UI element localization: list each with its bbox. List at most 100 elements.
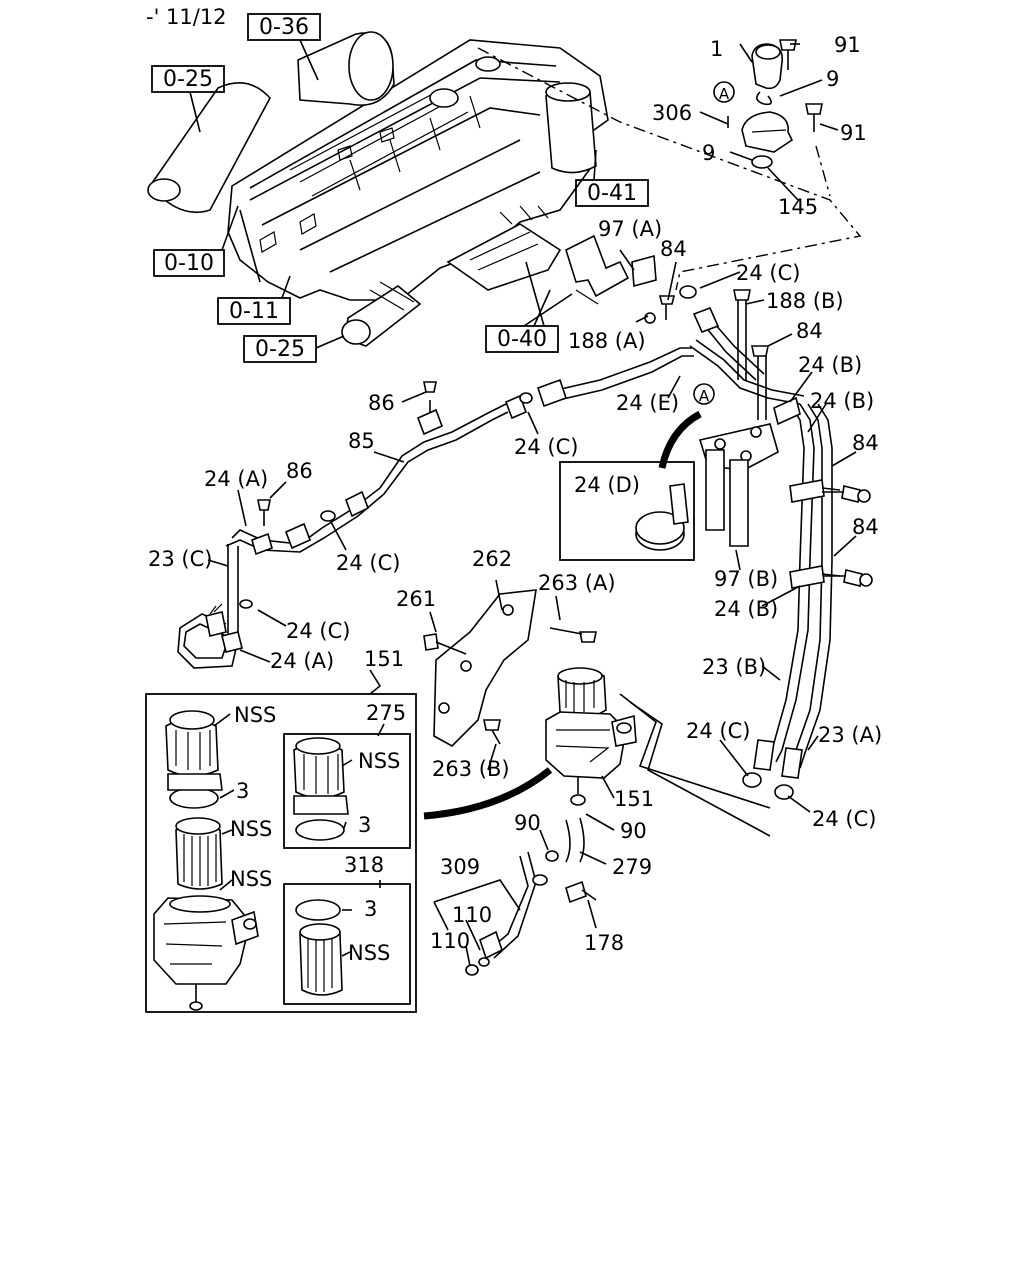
label-nss-cap: NSS [234, 703, 276, 727]
leader-lines [189, 39, 857, 967]
bracket-262 [423, 589, 597, 747]
fuel-pipes [177, 285, 873, 800]
inset-box-275 [283, 733, 411, 849]
engine-illustration [147, 31, 657, 347]
ref-0-41: 0-41 [575, 179, 649, 207]
svg-text:0-41: 0-41 [587, 181, 637, 206]
label-9-top: 9 [826, 67, 839, 91]
label-24b-a: 24 (B) [798, 353, 862, 377]
ref-0-40: 0-40 [485, 325, 559, 353]
label-86-a: 86 [368, 391, 395, 415]
label-3-318: 3 [364, 897, 377, 921]
svg-text:0-40: 0-40 [497, 327, 547, 352]
label-97a: 97 (A) [598, 217, 662, 241]
label-23b: 23 (B) [702, 655, 766, 679]
label-275: 275 [366, 701, 406, 725]
label-151-top: 151 [364, 647, 404, 671]
label-84-c: 84 [852, 431, 879, 455]
inset-box-151 [145, 693, 417, 1013]
label-24b-c: 24 (B) [714, 597, 778, 621]
ref-0-11: 0-11 [217, 297, 291, 325]
leader-pipe-bottom-2 [629, 701, 771, 837]
label-3-275: 3 [358, 813, 371, 837]
label-91-mid: 91 [840, 121, 867, 145]
label-84-b: 84 [796, 319, 823, 343]
label-318: 318 [344, 853, 384, 877]
view-arrow-lower [423, 767, 553, 820]
svg-text:0-25: 0-25 [255, 337, 305, 362]
label-24c-c: 24 (C) [336, 551, 400, 575]
fuel-filter-151 [545, 667, 637, 806]
inset-275-cap [293, 737, 349, 841]
svg-text:0-10: 0-10 [164, 251, 214, 276]
label-263a: 263 (A) [538, 571, 616, 595]
label-3-cap: 3 [236, 779, 249, 803]
callout-a-mid: A [693, 383, 715, 405]
label-90-b: 90 [620, 819, 647, 843]
svg-text:A: A [719, 85, 730, 103]
label-24d: 24 (D) [574, 473, 640, 497]
ref-0-25-lower: 0-25 [243, 335, 317, 363]
inset-filter-cap [165, 710, 223, 809]
label-151-bottom: 151 [614, 787, 654, 811]
label-23a: 23 (A) [818, 723, 882, 747]
leader-engine-pump [477, 47, 862, 291]
label-110-a: 110 [452, 903, 492, 927]
inset-filter-body [153, 895, 259, 1011]
label-309: 309 [440, 855, 480, 879]
label-24c-d: 24 (C) [286, 619, 350, 643]
label-84-a: 84 [660, 237, 687, 261]
inset-filter-element [175, 817, 223, 890]
label-24b-b: 24 (B) [810, 389, 874, 413]
drain-pipe-309 [465, 851, 597, 976]
label-24c-b: 24 (C) [514, 435, 578, 459]
inset-318-parts [295, 899, 343, 996]
callout-a-top: A [713, 81, 735, 103]
label-nss-318: NSS [348, 941, 390, 965]
view-arrow-upper [658, 410, 702, 469]
label-24c-a: 24 (C) [736, 261, 800, 285]
label-306: 306 [652, 101, 692, 125]
clamp-24d [635, 483, 689, 551]
svg-text:0-36: 0-36 [259, 15, 309, 40]
label-nss-element: NSS [230, 817, 272, 841]
label-178: 178 [584, 931, 624, 955]
label-24c-e: 24 (C) [686, 719, 750, 743]
ref-0-10: 0-10 [153, 249, 225, 277]
label-188b: 188 (B) [766, 289, 844, 313]
label-85: 85 [348, 429, 375, 453]
feed-pump-assembly [727, 39, 823, 169]
label-84-d: 84 [852, 515, 879, 539]
label-23c: 23 (C) [148, 547, 212, 571]
label-90-a: 90 [514, 811, 541, 835]
label-97b: 97 (B) [714, 567, 778, 591]
label-nss-body: NSS [230, 867, 272, 891]
diagram-code: -' 11/12 [146, 5, 227, 29]
svg-text:0-11: 0-11 [229, 299, 279, 324]
label-262: 262 [472, 547, 512, 571]
detail-box-24d [559, 461, 695, 561]
label-9-mid: 9 [702, 141, 715, 165]
label-91-top: 91 [834, 33, 861, 57]
label-145: 145 [778, 195, 818, 219]
label-24a-a: 24 (A) [204, 467, 268, 491]
label-nss-275: NSS [358, 749, 400, 773]
svg-text:A: A [699, 387, 710, 405]
label-261: 261 [396, 587, 436, 611]
leader-pump-flange [815, 145, 831, 197]
label-188a: 188 (A) [568, 329, 646, 353]
ref-0-25-upper: 0-25 [151, 65, 225, 93]
label-1: 1 [710, 37, 723, 61]
part-labels: 1 91 9 306 91 9 145 97 (A) 84 24 (C) 188… [148, 33, 882, 965]
label-24a-b: 24 (A) [270, 649, 334, 673]
label-110-b: 110 [430, 929, 470, 953]
ref-0-36: 0-36 [247, 13, 321, 41]
label-24e: 24 (E) [616, 391, 679, 415]
label-279: 279 [612, 855, 652, 879]
label-24c-f: 24 (C) [812, 807, 876, 831]
svg-text:0-25: 0-25 [163, 67, 213, 92]
label-86-b: 86 [286, 459, 313, 483]
label-263b: 263 (B) [432, 757, 510, 781]
inset-box-318 [283, 883, 411, 1005]
